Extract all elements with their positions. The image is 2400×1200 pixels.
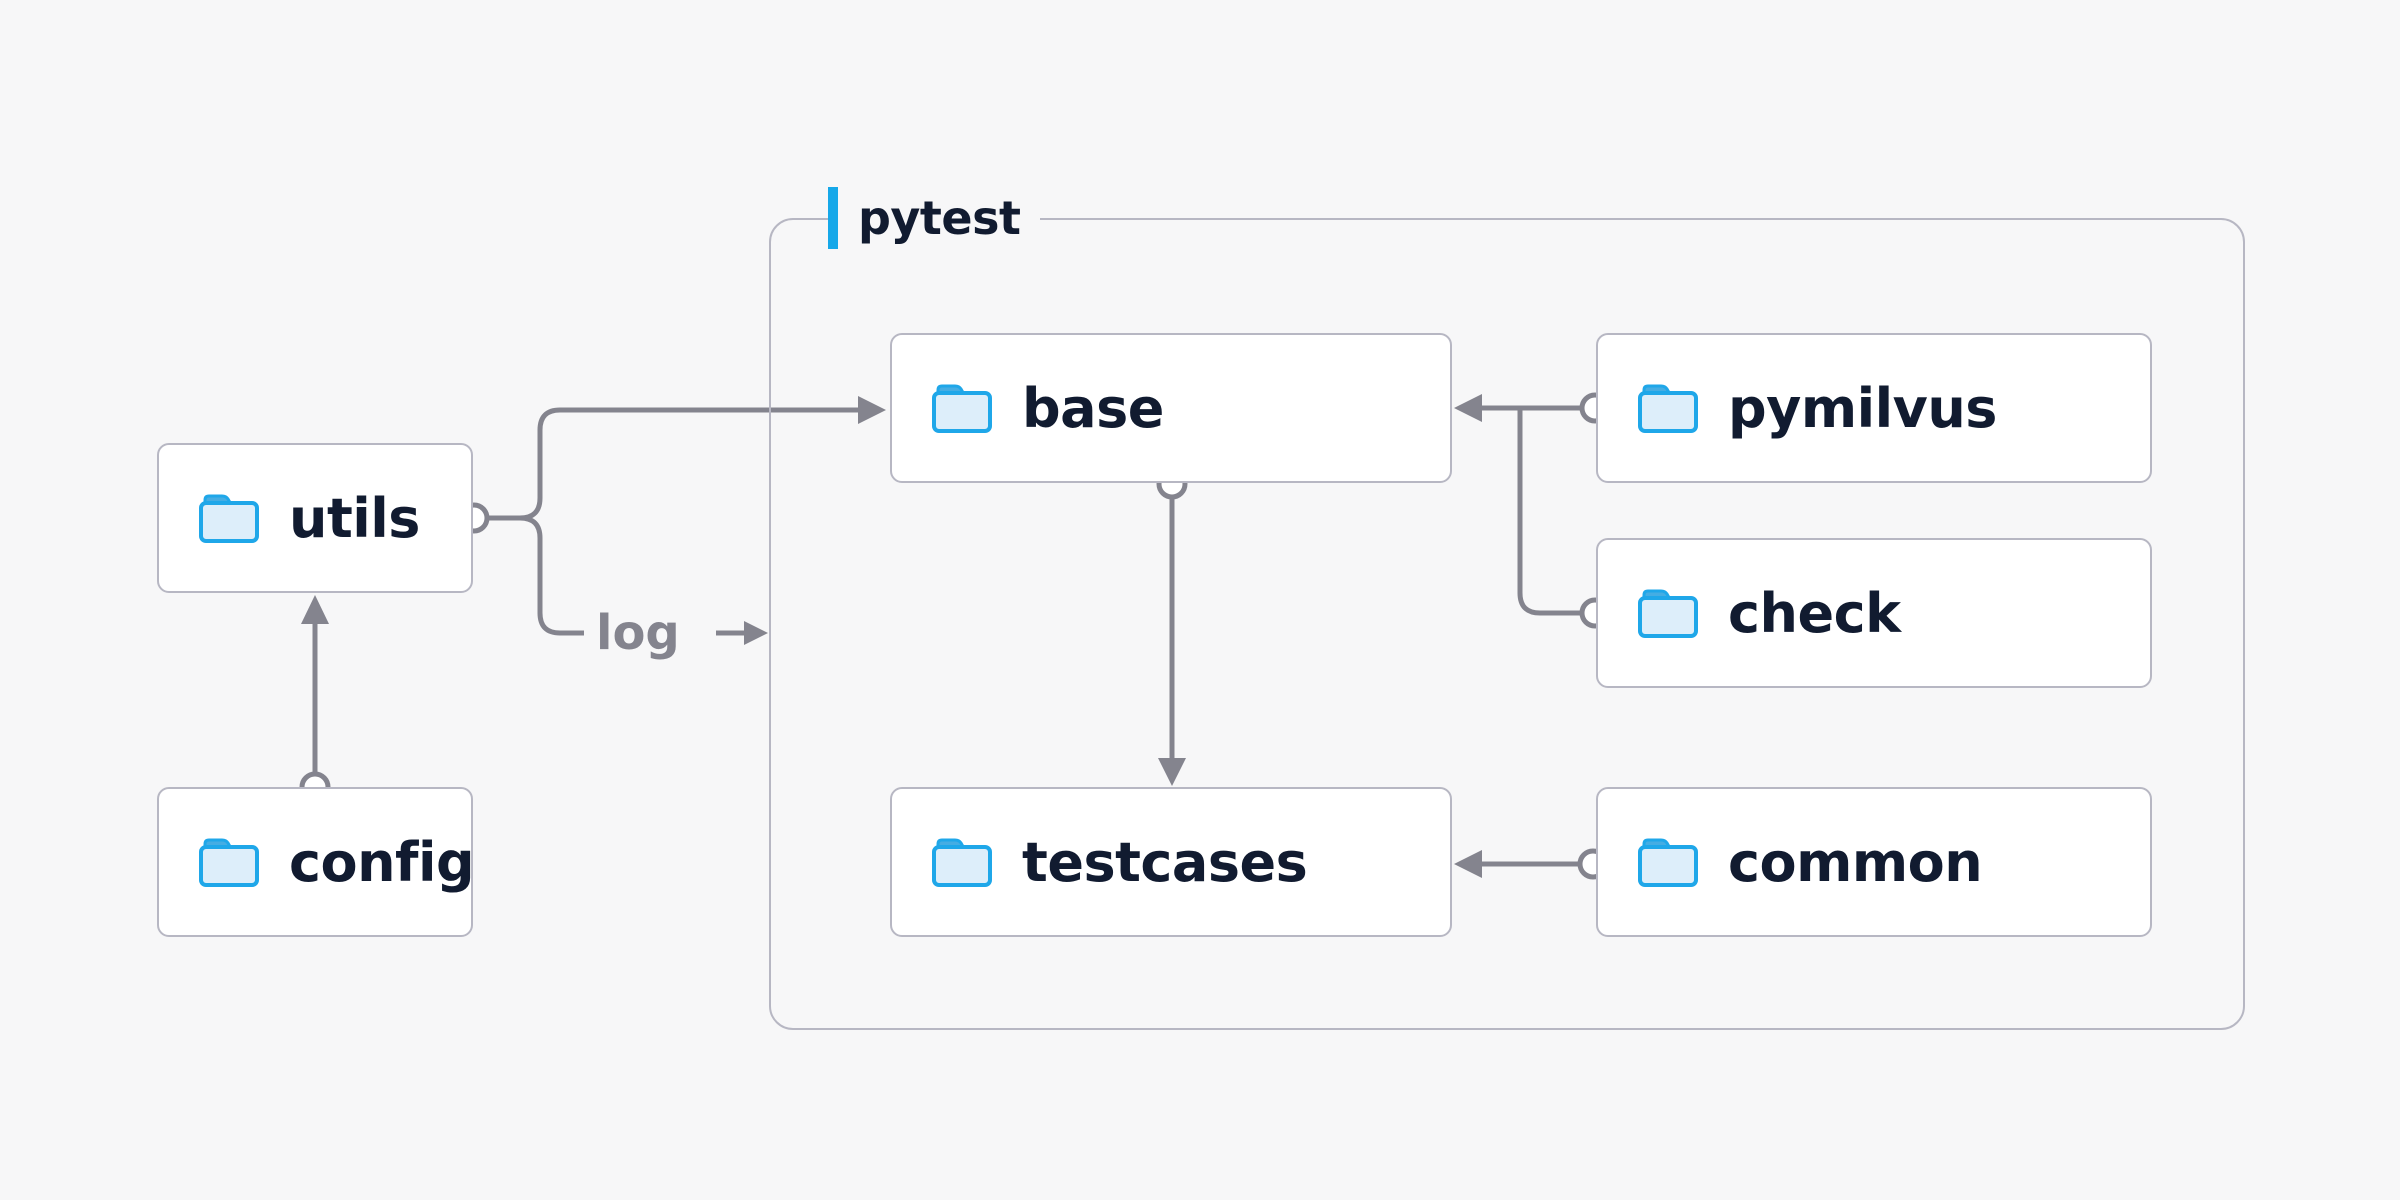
node-label: utils [289, 486, 420, 550]
node-label: common [1728, 830, 1983, 894]
node-check: check [1596, 538, 2152, 688]
edge-line [1517, 408, 1581, 616]
folder-icon [197, 492, 261, 544]
arrowhead-up-icon [301, 595, 329, 624]
arrowhead-left-icon [1454, 394, 1482, 422]
node-pymilvus: pymilvus [1596, 333, 2152, 483]
folder-icon [930, 382, 994, 434]
node-label: testcases [1022, 830, 1308, 894]
node-label: config [289, 830, 475, 894]
node-label: check [1728, 581, 1901, 645]
node-testcases: testcases [890, 787, 1452, 937]
node-label: base [1022, 376, 1164, 440]
folder-icon [1636, 836, 1700, 888]
folder-icon [930, 836, 994, 888]
group-title: pytest [858, 191, 1021, 245]
folder-icon [197, 836, 261, 888]
edge-config-to-utils [299, 595, 331, 803]
folder-icon [1636, 587, 1700, 639]
edge-label-log: log [596, 605, 680, 661]
arrowhead-down-icon [1158, 758, 1186, 786]
pytest-group-label: pytest [828, 185, 1041, 251]
folder-icon [1636, 382, 1700, 434]
arrowhead-right-small-icon [744, 621, 768, 645]
edge-line [519, 515, 584, 636]
node-base: base [890, 333, 1452, 483]
node-utils: utils [157, 443, 473, 593]
accent-bar-icon [828, 187, 838, 249]
arrowhead-right-icon [858, 396, 886, 424]
node-label: pymilvus [1728, 376, 1997, 440]
node-common: common [1596, 787, 2152, 937]
arrowhead-left-icon [1454, 850, 1482, 878]
pytest-group-box [769, 218, 2245, 1030]
node-config: config [157, 787, 475, 937]
